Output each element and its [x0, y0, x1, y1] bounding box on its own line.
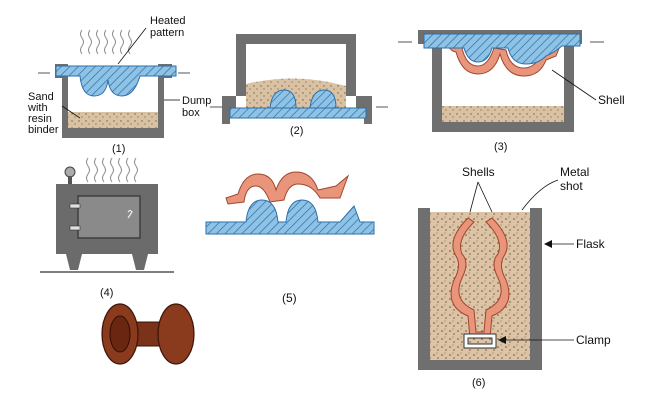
step-1-caption: (1)	[112, 143, 125, 155]
clamp-label: Clamp	[576, 333, 611, 347]
dump-box-label-1: Dump	[182, 95, 211, 107]
step-6-figure: Shells Metal shot Flask Clamp (6)	[418, 165, 611, 389]
sand-3	[442, 106, 564, 122]
mold-shells	[450, 217, 510, 339]
metal-shot-label-1: Metal	[560, 165, 589, 179]
heated-pattern-5	[205, 199, 375, 235]
clamp	[463, 333, 497, 349]
oven-door	[77, 195, 141, 239]
sand-label-2: with	[27, 102, 48, 114]
dump-box-2	[236, 34, 356, 96]
shells-label: Shells	[462, 165, 495, 179]
sand-label-4: binder	[28, 124, 59, 136]
metal-shot-label-2: shot	[560, 179, 583, 193]
heated-pattern-2	[229, 89, 367, 119]
step-5-figure: (5)	[205, 171, 375, 305]
step-2-figure: (2)	[210, 34, 388, 137]
step-2-caption: (2)	[290, 125, 303, 137]
sand-label-3: resin	[28, 113, 52, 125]
sand-1	[68, 112, 158, 128]
shell-5	[225, 171, 350, 205]
shell-3	[446, 45, 561, 77]
step-4-caption: (4)	[100, 287, 113, 299]
heated-pattern-label-2: pattern	[150, 27, 184, 39]
step-3-figure: Shell (3)	[398, 30, 625, 153]
heat-waves-4	[86, 157, 138, 183]
gauge-icon	[64, 166, 76, 178]
heated-pattern-label-1: Heated	[150, 15, 185, 27]
shell-label: Shell	[598, 93, 625, 107]
sand-label-1: Sand	[28, 91, 54, 103]
step-3-caption: (3)	[494, 141, 507, 153]
heated-pattern-3	[423, 33, 581, 65]
step-1-figure: Heated pattern Sand with resin binder Du…	[27, 15, 211, 155]
dump-box-label-2: box	[182, 107, 200, 119]
step-4-figure: (4)	[40, 157, 174, 299]
step-6-caption: (6)	[472, 377, 485, 389]
step-5-caption: (5)	[282, 291, 297, 305]
heated-pattern-1	[55, 65, 177, 97]
cast-part	[101, 303, 195, 365]
heat-waves-1	[80, 29, 132, 55]
flask-label: Flask	[576, 237, 606, 251]
